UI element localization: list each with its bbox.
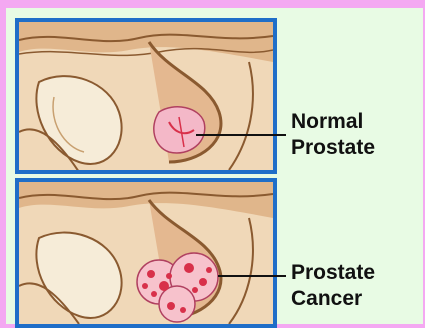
- prostate-cancer-illustration: [15, 178, 277, 328]
- figure-card: Normal Prostate Prostate Cancer: [6, 8, 423, 324]
- prostate-cancer-label: Prostate Cancer: [291, 260, 375, 312]
- cancer-pointer-line: [218, 275, 286, 277]
- normal-prostate-label: Normal Prostate: [291, 109, 375, 161]
- normal-prostate-illustration: [15, 18, 277, 174]
- normal-pointer-line: [196, 134, 286, 136]
